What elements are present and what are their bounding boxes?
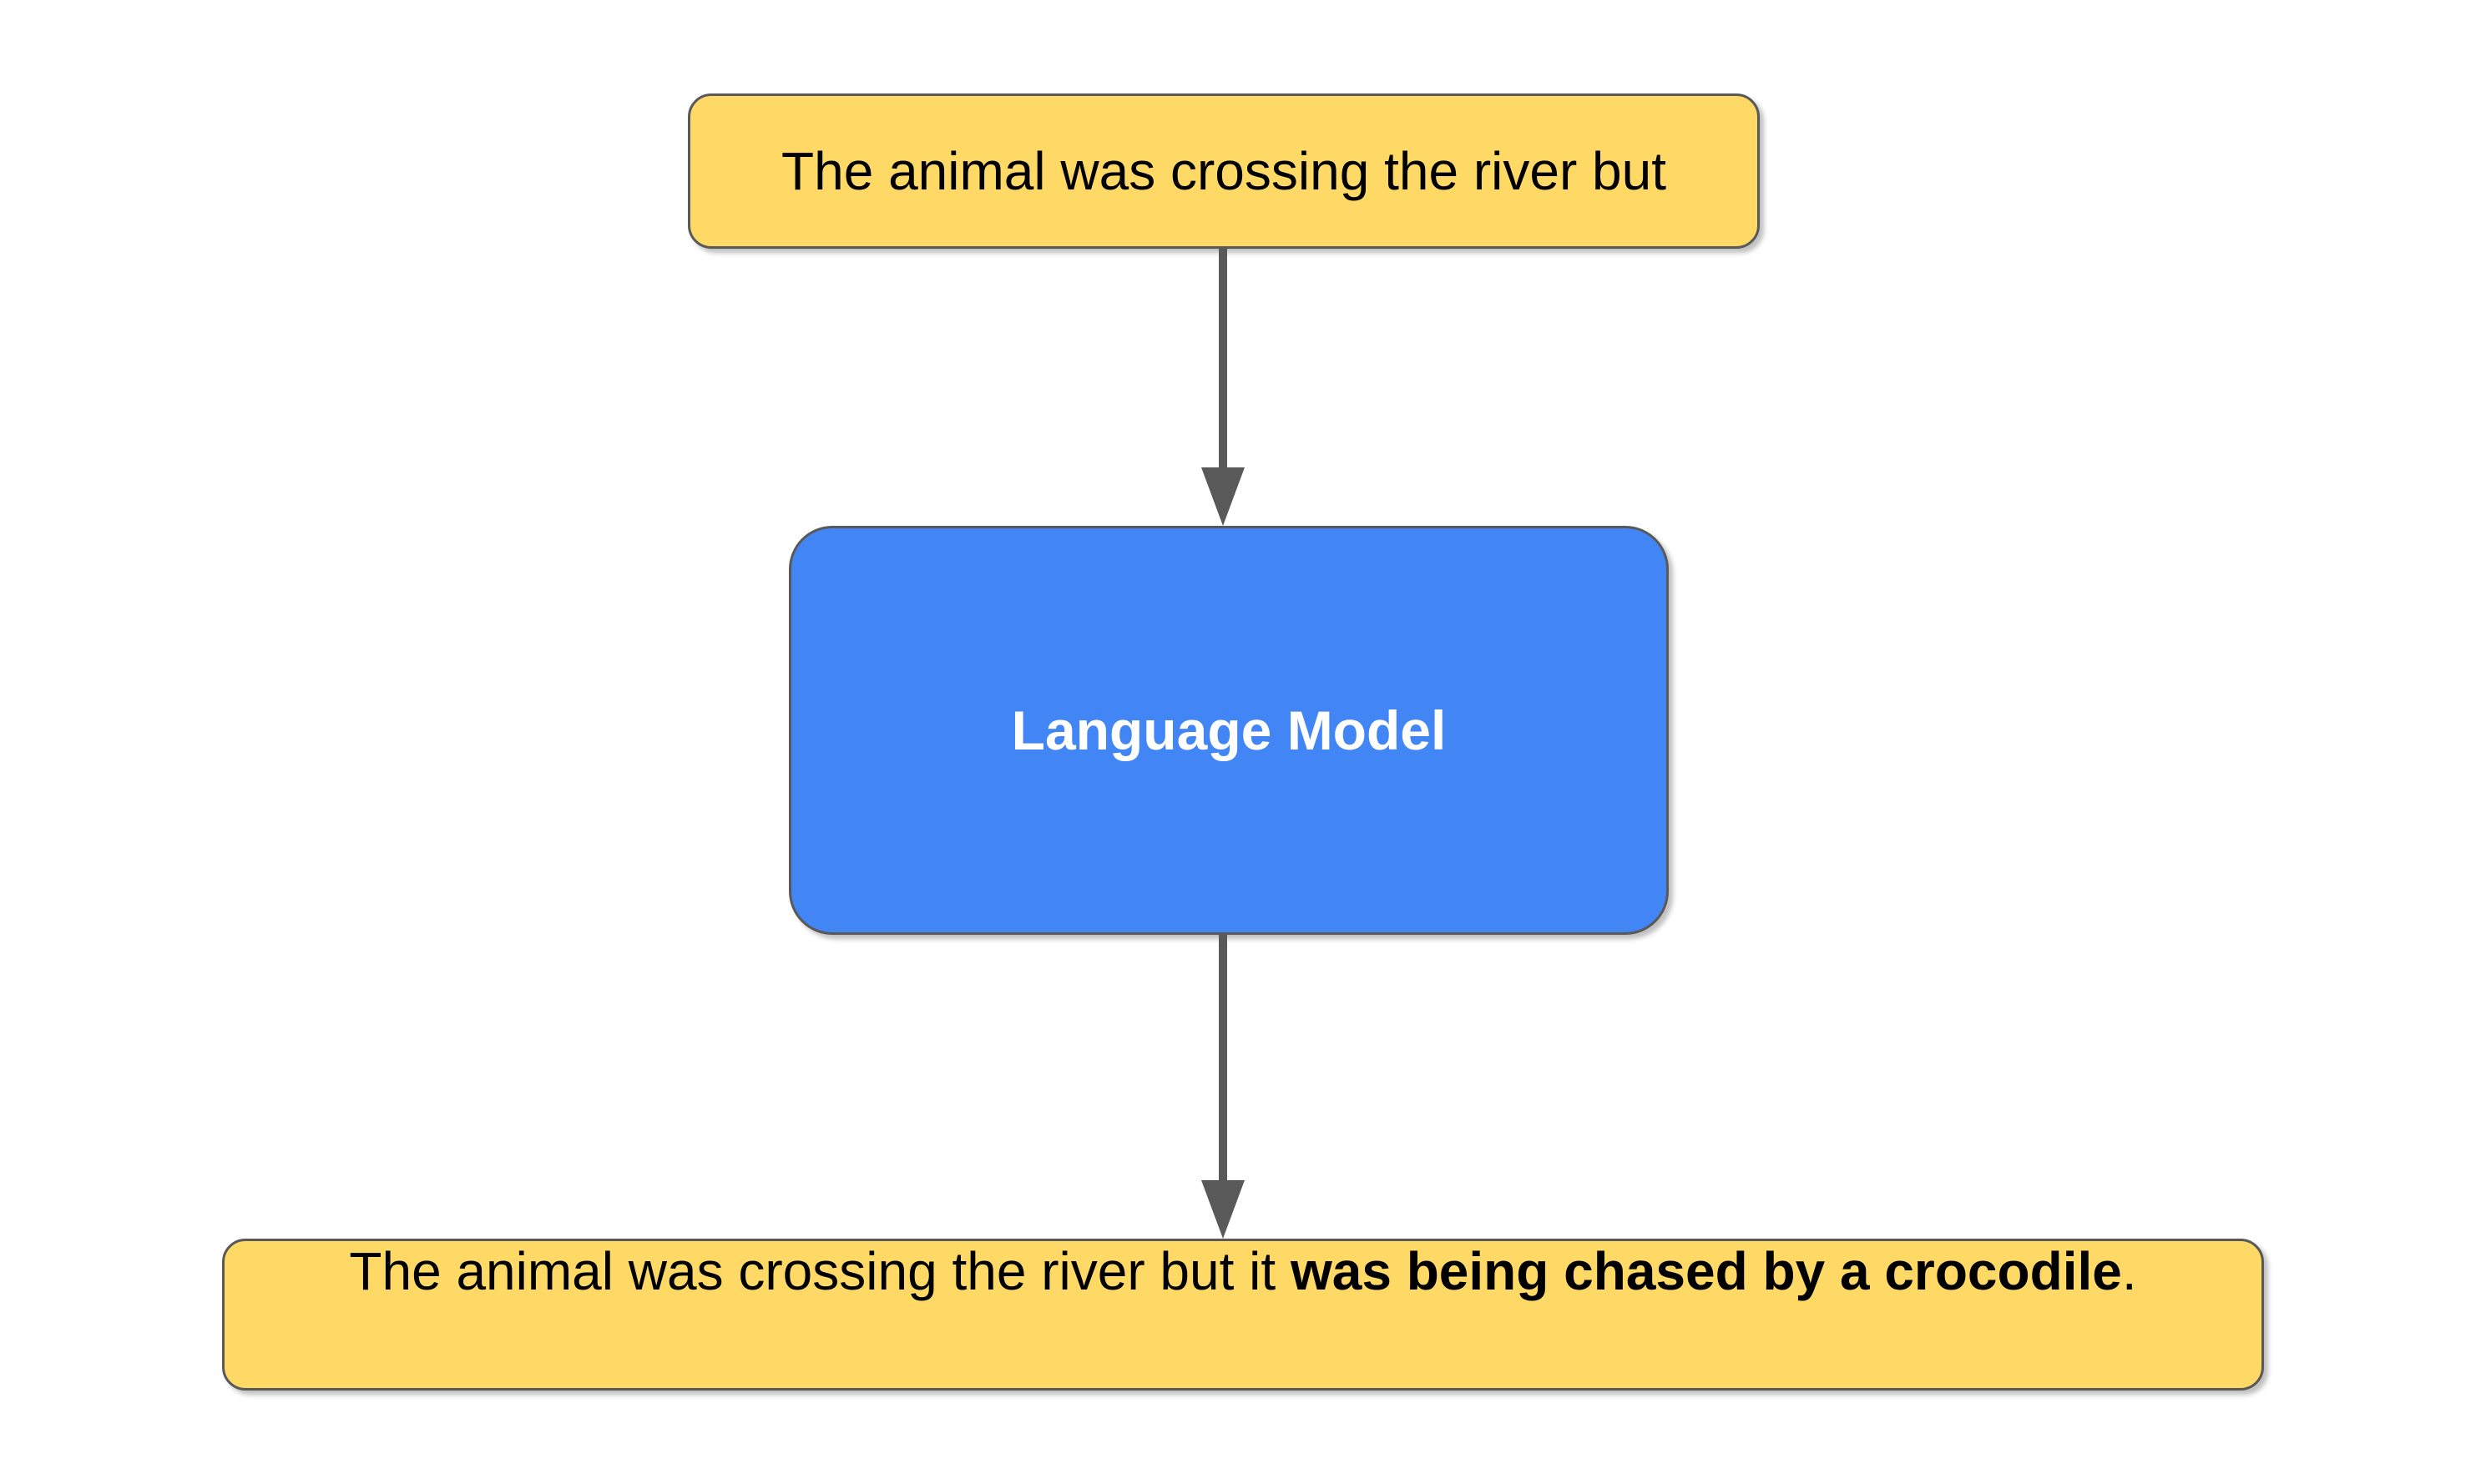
output-text: The animal was crossing the river but it… bbox=[316, 1241, 2170, 1301]
output-text-box: The animal was crossing the river but it… bbox=[222, 1239, 2264, 1391]
arrow-input-to-model-line bbox=[1219, 249, 1227, 467]
arrow-input-to-model-head-icon bbox=[1201, 467, 1245, 526]
output-text-prefix: The animal was crossing the river but it bbox=[349, 1241, 1291, 1301]
output-text-bold: was being chased by a crocodile bbox=[1290, 1241, 2122, 1301]
input-text: The animal was crossing the river but bbox=[781, 141, 1666, 201]
input-text-box: The animal was crossing the river but bbox=[688, 93, 1760, 249]
language-model-box: Language Model bbox=[789, 526, 1669, 935]
language-model-label: Language Model bbox=[1011, 699, 1447, 761]
arrow-model-to-output-line bbox=[1219, 933, 1227, 1180]
output-text-suffix: . bbox=[2121, 1241, 2137, 1301]
arrow-model-to-output-head-icon bbox=[1201, 1180, 1245, 1239]
